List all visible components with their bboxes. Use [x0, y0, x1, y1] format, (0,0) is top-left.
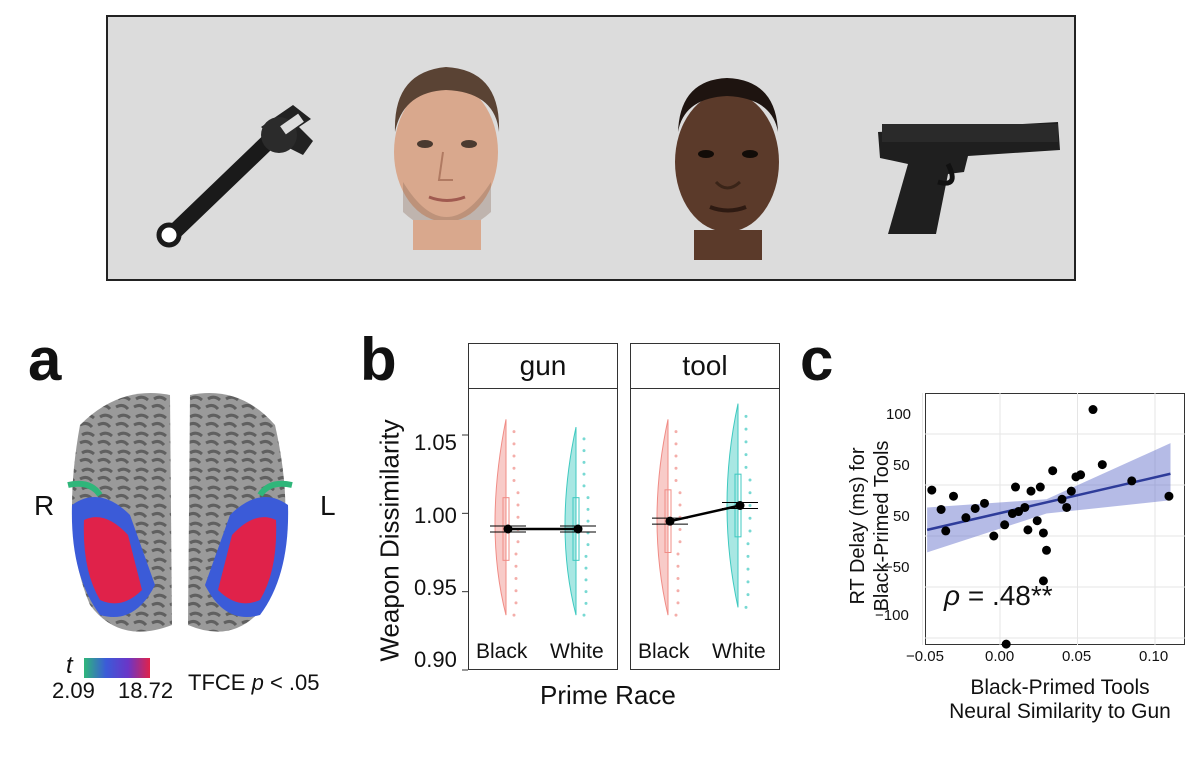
panel-b-xlabel: Prime Race: [540, 680, 676, 710]
panel-c-ylabel-line1: RT Delay (ms) for: [847, 447, 869, 605]
panel-c-ytick: 100: [886, 406, 912, 423]
colorbar-symbol: t: [66, 652, 73, 679]
colorbar-min-label: 2.09: [52, 678, 95, 703]
colorbar-gradient: [84, 658, 150, 678]
facet-gun-xtick-black: Black: [476, 640, 528, 663]
threshold-p: p: [251, 670, 264, 695]
facet-gun-strip: gun: [468, 343, 618, 389]
panel-b-letter: b: [360, 326, 397, 393]
correlation-symbol: ρ: [944, 580, 961, 611]
panel-c-ytick: 50: [893, 508, 910, 525]
wrench-icon: [156, 105, 313, 248]
panel-c-xlabel-line2: Neural Similarity to Gun: [949, 700, 1171, 723]
panel-c-xlabel-line1: Black-Primed Tools: [970, 676, 1150, 699]
panel-c-xtick: 0.05: [1062, 648, 1092, 665]
brain-image: [67, 393, 293, 632]
panel-b-ytick: 0.95: [414, 575, 457, 600]
threshold-value: < .05: [269, 670, 320, 695]
panel-c-plot-area: [925, 393, 1185, 645]
threshold-label: TFCE p < .05: [188, 670, 320, 696]
panel-c-xtick: −0.05: [906, 648, 944, 665]
hemisphere-left-label: L: [320, 490, 336, 521]
black-face: [675, 78, 779, 260]
panel-a-letter: a: [28, 326, 62, 393]
panel-c-xtick: 0.00: [985, 648, 1015, 665]
correlation-annotation: ρ = .48**: [944, 580, 1053, 612]
facet-tool-plot: [630, 388, 780, 670]
stimulus-panel: [106, 15, 1076, 281]
panel-c-ytick: 50: [893, 457, 910, 474]
panel-b-ytick: 1.00: [414, 503, 457, 528]
panel-c-letter: c: [800, 326, 834, 393]
panel-c-ytick: −100: [875, 607, 909, 624]
handgun-icon: [878, 122, 1060, 234]
correlation-value: = .48**: [967, 580, 1053, 611]
panel-c-ytick: −50: [884, 559, 910, 576]
panel-b-ytick: 0.90: [414, 647, 457, 672]
facet-tool-xtick-black: Black: [638, 640, 690, 663]
hemisphere-right-label: R: [34, 490, 55, 521]
facet-tool-strip: tool: [630, 343, 780, 389]
facet-tool-xtick-white: White: [712, 640, 766, 663]
threshold-name: TFCE: [188, 670, 246, 695]
white-face: [394, 67, 500, 250]
panel-c-xlabel: Black-Primed Tools Neural Similarity to …: [930, 676, 1190, 724]
panel-c-xtick: 0.10: [1139, 648, 1169, 665]
facet-gun-plot: [468, 388, 618, 670]
panel-b-ylabel: Weapon Dissimilarity: [374, 419, 405, 662]
colorbar-max-label: 18.72: [118, 678, 174, 703]
panel-b-ytick: 1.05: [414, 430, 457, 455]
facet-gun-xtick-white: White: [550, 640, 604, 663]
